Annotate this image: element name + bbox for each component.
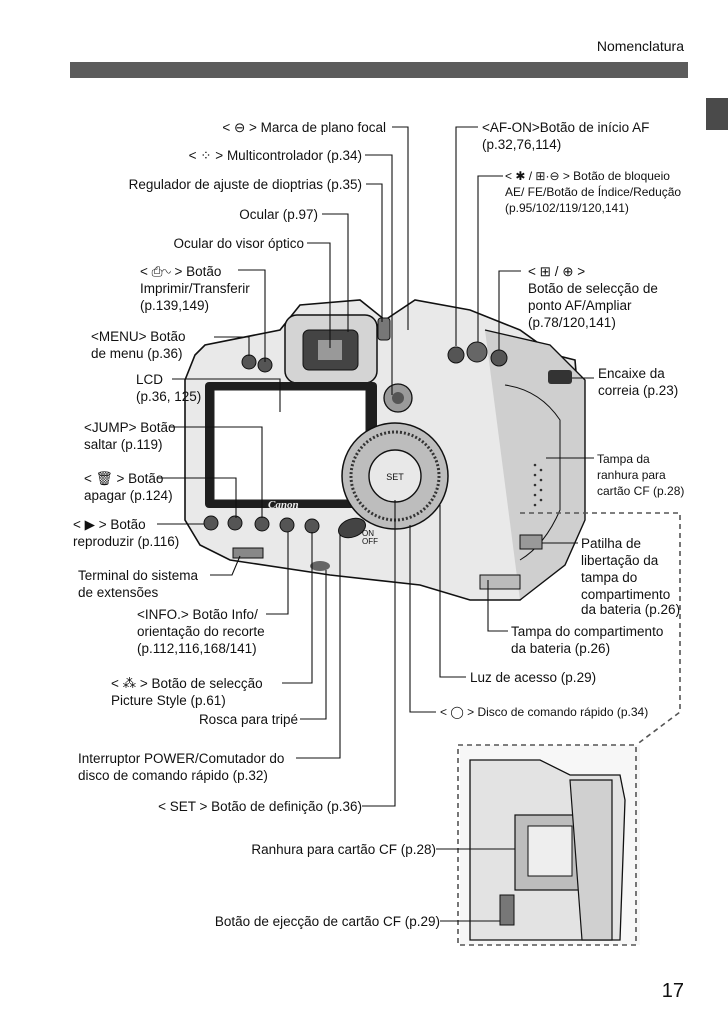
label-af-point-button-line1: < ⊞ / ⊕ >	[528, 264, 586, 279]
camera-body-illustration: SET ON OFF Canon	[184, 299, 586, 601]
header-title: Nomenclatura	[596, 38, 684, 54]
label-set-button: < SET > Botão de definição (p.36)	[158, 799, 362, 814]
label-battery-latch-line4: compartimento	[581, 587, 671, 602]
label-print-button-line3: (p.139,149)	[140, 298, 210, 313]
label-battery-latch-line1: Patilha de	[581, 536, 642, 551]
label-cf-cover-line2: ranhura para	[597, 468, 666, 482]
leader-lines-left	[157, 126, 515, 922]
label-jump-button-line2: saltar (p.119)	[84, 437, 163, 452]
label-battery-latch-line3: tampa do	[581, 570, 638, 585]
label-battery-latch-line5: da bateria (p.26)	[581, 602, 681, 617]
label-af-on-button-line1: <AF-ON>Botão de início AF	[482, 120, 650, 135]
label-menu-button-line2: de menu (p.36)	[91, 346, 183, 361]
label-playback-button-line2: reproduzir (p.116)	[73, 534, 180, 549]
label-cf-cover-line1: Tampa da	[597, 452, 650, 466]
label-picture-style-line2: Picture Style (p.61)	[111, 693, 226, 708]
label-af-point-button-line2: Botão de selecção de	[528, 281, 658, 296]
label-ae-lock-button-line2: AE/ FE/Botão de Índice/Redução	[505, 185, 682, 199]
power-off-mark: OFF	[362, 537, 378, 546]
label-print-button-line1: < ⎙∿ > Botão	[140, 264, 222, 279]
header-bar	[70, 62, 688, 78]
label-power-switch-line2: disco de comando rápido (p.32)	[78, 768, 268, 783]
label-focal-plane-mark: < ⊖ > Marca de plano focal	[222, 120, 386, 135]
leader-lines-right	[409, 126, 594, 713]
label-menu-button-line1: <MENU> Botão	[91, 329, 186, 344]
label-print-button-line2: Imprimir/Transferir	[140, 281, 250, 296]
label-info-button-line1: <INFO.> Botão Info/	[137, 607, 258, 622]
section-tab	[706, 98, 728, 130]
label-tripod-socket: Rosca para tripé	[198, 712, 298, 727]
label-extension-terminal-line2: de extensões	[78, 585, 159, 600]
label-info-button-line2: orientação do recorte	[137, 624, 265, 639]
label-quick-control-dial: < ◯ > Disco de comando rápido (p.34)	[440, 705, 649, 719]
label-battery-latch-line2: libertação da	[581, 553, 659, 568]
label-lcd-line1: LCD	[136, 372, 164, 387]
label-picture-style-line1: < ⁂ > Botão de selecção	[111, 676, 263, 691]
label-af-on-button-line2: (p.32,76,114)	[482, 137, 562, 152]
label-viewfinder-eyepiece: Ocular do visor óptico	[173, 236, 304, 251]
label-eyepiece: Ocular (p.97)	[239, 207, 318, 222]
label-ae-lock-button-line1: < ✱ / ⊞·⊖ > Botão de bloqueio	[505, 169, 670, 183]
brand-logo: Canon	[268, 499, 299, 511]
set-button-mark: SET	[386, 472, 404, 482]
label-extension-terminal-line1: Terminal do sistema	[78, 568, 199, 583]
cf-slot-inset-illustration	[460, 745, 640, 945]
label-power-switch-line1: Interruptor POWER/Comutador do	[78, 751, 285, 766]
label-strap-mount-line2: correia (p.23)	[598, 383, 679, 398]
label-strap-mount-line1: Encaixe da	[598, 366, 665, 381]
label-info-button-line3: (p.112,116,168/141)	[137, 641, 257, 656]
label-lcd-line2: (p.36, 125)	[136, 389, 202, 404]
label-af-point-button-line4: (p.78/120,141)	[528, 315, 616, 330]
label-dioptric-adjustment: Regulador de ajuste de dioptrias (p.35)	[128, 177, 362, 192]
label-battery-cover-line2: da bateria (p.26)	[511, 641, 611, 656]
label-jump-button-line1: <JUMP> Botão	[84, 420, 176, 435]
label-cf-card-slot: Ranhura para cartão CF (p.28)	[251, 842, 436, 857]
label-cf-eject-button: Botão de ejecção de cartão CF (p.29)	[214, 914, 440, 929]
label-ae-lock-button-line3: (p.95/102/119/120,141)	[505, 201, 629, 215]
label-playback-button-line1: < ▶ > Botão	[73, 517, 146, 532]
label-battery-cover-line1: Tampa do compartimento	[511, 624, 664, 639]
label-erase-button-line1: < 🗑 > Botão	[84, 471, 164, 486]
label-erase-button-line2: apagar (p.124)	[84, 488, 173, 503]
label-af-point-button-line3: ponto AF/Ampliar	[528, 298, 632, 313]
label-cf-cover-line3: cartão CF (p.28)	[597, 484, 685, 498]
label-access-lamp: Luz de acesso (p.29)	[470, 670, 597, 685]
label-multicontroller: < ⁘ > Multicontrolador (p.34)	[188, 148, 362, 163]
power-on-mark: ON	[362, 529, 374, 538]
page-number: 17	[661, 980, 684, 1002]
